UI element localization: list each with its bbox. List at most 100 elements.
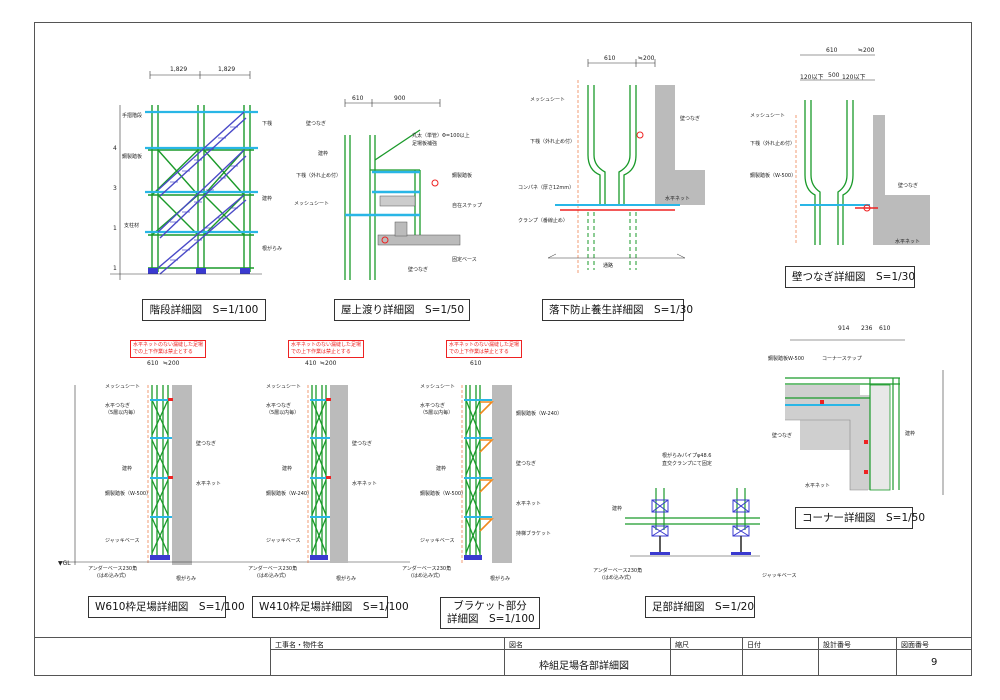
label-bracket-hwall: 水平つなぎ <box>420 403 446 409</box>
label-bracket-mesh: メッシュシート <box>420 384 456 390</box>
label-w410-hnet: 水平ネット <box>352 481 378 487</box>
dim-stair-2: 1,829 <box>218 66 236 73</box>
label-bracket-hwall2: （5層以内毎） <box>420 410 454 416</box>
caption-stair: 階段詳細図 S=1/100 <box>142 299 266 321</box>
dim-wall-500: 500 <box>828 72 840 79</box>
caption-fall: 落下防止養生詳細図 S=1/30 <box>542 299 693 321</box>
tb-drawing: 図名枠組足場各部詳細図 <box>504 637 629 676</box>
label-bracket-under: アンダーベース230角 <box>402 566 452 572</box>
tb-design: 設計番号 <box>818 637 851 676</box>
label-foot-brace: 建枠 <box>612 506 623 512</box>
label-corner-brace: 建枠 <box>905 431 916 437</box>
tb-scale: 縮尺 <box>670 637 689 676</box>
red-note-w410: 水平ネットのない漏縫した足場での上下作業は禁止とする <box>288 340 365 358</box>
label-stair-brace: 建枠 <box>262 196 273 202</box>
red-note-bracket: 水平ネットのない漏縫した足場での上下作業は禁止とする <box>446 340 523 358</box>
bracket-detail <box>461 385 512 563</box>
label-fall-clamp: クランプ（番線止め） <box>518 218 568 224</box>
label-wall-mesh: メッシュシート <box>750 113 786 119</box>
label-fall-rail: 下桟（外れ止め付） <box>530 139 576 145</box>
label-w610-walltie: 壁つなぎ <box>196 441 217 447</box>
label-w610-brace: 建枠 <box>122 466 133 472</box>
label-stair-post: 支柱材 <box>124 223 140 229</box>
label-w410-jack: ジャッキベース <box>266 538 301 544</box>
label-bracket-walltie: 壁つなぎ <box>516 461 537 467</box>
label-bracket-slope: 根がらみ <box>490 576 511 582</box>
label-stair-rail: 手摺階段 <box>122 113 143 119</box>
dim-wall-120a: 120以下 <box>800 74 824 81</box>
label-bracket-under2: (はめ込み式) <box>411 573 440 579</box>
label-wall-plank: 鋼製踏板（W-500） <box>750 173 797 179</box>
dim-wall-200: ≒200 <box>858 47 875 54</box>
label-roof-mesh: メッシュシート <box>294 201 330 207</box>
dim-w410-200: ≒200 <box>320 360 337 367</box>
level-1b: 1 <box>113 265 117 272</box>
label-foot-under: アンダーベース230角 <box>593 568 643 574</box>
label-w410-brace: 建枠 <box>282 466 293 472</box>
dim-corner-610: 610 <box>879 325 891 332</box>
label-corner-plank: 鋼製踏板W-500 <box>768 356 805 362</box>
label-w410-mesh: メッシュシート <box>266 384 302 390</box>
label-wall-rail: 下桟（外れ止め付） <box>750 141 796 147</box>
red-note-w610: 水平ネットのない漏縫した足場での上下作業は禁止とする <box>130 340 207 358</box>
label-corner-step: コーナーステップ <box>822 356 862 362</box>
label-w410-under2: (はめ込み式) <box>257 573 286 579</box>
tb-date: 日付 <box>742 637 761 676</box>
caption-w410: W410枠足場詳細図 S=1/100 <box>252 596 409 618</box>
label-wall-hnet: 水平ネット <box>895 239 921 245</box>
dim-wall-120b: 120以下 <box>842 74 866 81</box>
caption-wall: 壁つなぎ詳細図 S=1/30 <box>785 266 915 288</box>
label-bracket-jack: ジャッキベース <box>420 538 455 544</box>
label-w610-under2: (はめ込み式) <box>97 573 126 579</box>
dim-corner-914: 914 <box>838 325 850 332</box>
caption-corner: コーナー詳細図 S=1/50 <box>795 507 925 529</box>
label-corner-hnet: 水平ネット <box>805 483 831 489</box>
label-foot-note2: 直交クランプにて固定 <box>662 461 712 467</box>
dim-fall-200: ≒200 <box>638 55 655 62</box>
label-w410-slope: 根がらみ <box>336 576 357 582</box>
label-fall-hnet: 水平ネット <box>665 196 691 202</box>
caption-foot: 足部詳細図 S=1/20 <box>645 596 755 618</box>
caption-w610: W610枠足場詳細図 S=1/100 <box>88 596 245 618</box>
label-fall-panel: コンパネ（厚さ12mm） <box>518 185 575 191</box>
label-w610-plank: 鋼製踏板（W-500） <box>105 491 152 497</box>
dim-w410-410: 410 <box>305 360 317 367</box>
dim-corner-236: 236 <box>861 325 873 332</box>
label-bracket-plank240: 鋼製踏板（W-240） <box>516 411 563 417</box>
dim-fall-610: 610 <box>604 55 616 62</box>
label-bracket-bracket: 持梯ブラケット <box>516 531 552 537</box>
dim-w610-200: ≒200 <box>163 360 180 367</box>
label-fall-road: 通路 <box>603 263 614 269</box>
label-bracket-plank500: 鋼製踏板（W-500） <box>420 491 467 497</box>
label-roof-log2: 足場板補強 <box>412 141 438 147</box>
label-w610-mesh: メッシュシート <box>105 384 141 390</box>
label-roof-brace: 建枠 <box>318 151 329 157</box>
label-w410-walltie: 壁つなぎ <box>352 441 373 447</box>
label-w410-plank: 鋼製踏板（W-240） <box>266 491 313 497</box>
label-roof-plank: 鋼製踏板 <box>452 173 473 179</box>
label-roof-rail: 下桟（外れ止め付） <box>296 173 342 179</box>
w610-detail <box>60 385 410 565</box>
tb-drawing-value: 枠組足場各部詳細図 <box>539 661 629 672</box>
corner-detail <box>785 339 944 495</box>
label-wall-walltie: 壁つなぎ <box>898 183 919 189</box>
label-stair-plank: 鋼製踏板 <box>122 154 143 160</box>
caption-roof: 屋上渡り詳細図 S=1/50 <box>334 299 470 321</box>
label-roof-step: 自在ステップ <box>452 203 483 209</box>
label-w610-hwall: 水平つなぎ <box>105 403 131 409</box>
tb-project: 工事名・物件名 <box>270 637 324 676</box>
label-roof-log: 丸太（単管）Φ=100以上 <box>412 133 470 139</box>
fall-detail <box>547 59 705 275</box>
label-roof-fixbase: 固定ベース <box>452 257 477 263</box>
label-corner-walltie: 壁つなぎ <box>772 433 793 439</box>
dim-w610-610: 610 <box>147 360 159 367</box>
caption-bracket: ブラケット部分詳細図 S=1/100 <box>440 597 540 629</box>
label-w410-hwall2: （5層以内毎） <box>266 410 300 416</box>
roof-detail <box>344 99 461 280</box>
label-roof-walltie: 壁つなぎ <box>306 121 327 127</box>
label-bracket-hnet: 水平ネット <box>516 501 542 507</box>
label-w410-under: アンダーベース230角 <box>248 566 298 572</box>
dim-stair-1: 1,829 <box>170 66 188 73</box>
